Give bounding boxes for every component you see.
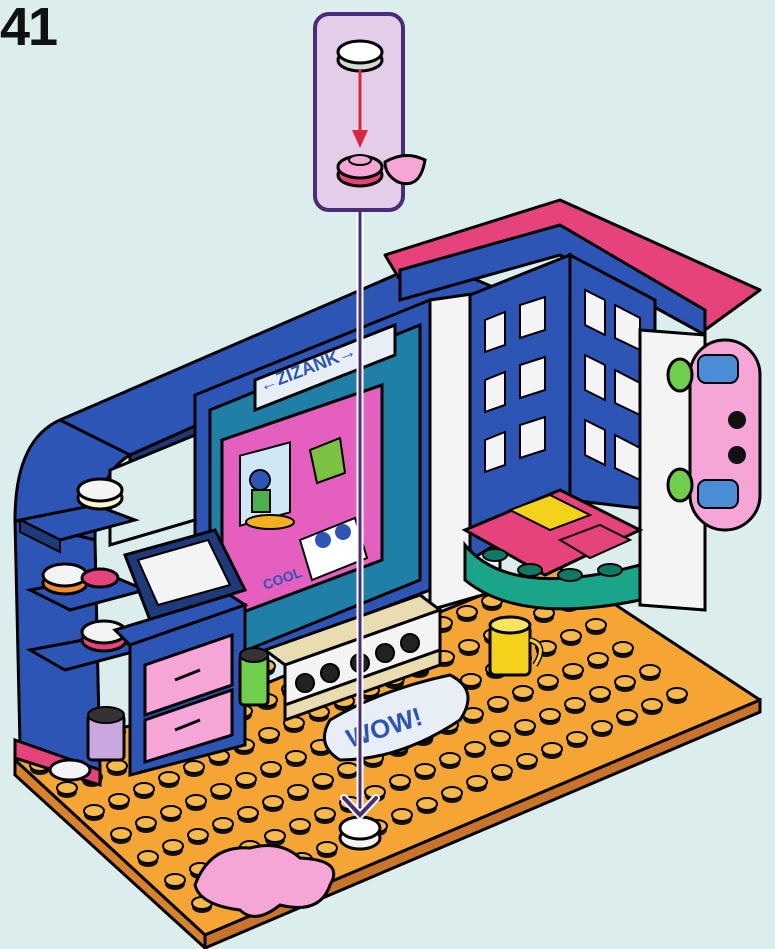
stud bbox=[440, 753, 460, 765]
stud bbox=[640, 665, 660, 677]
stud bbox=[109, 794, 129, 806]
stud bbox=[467, 776, 487, 788]
placed-round-tile bbox=[340, 817, 380, 849]
stud bbox=[136, 817, 156, 829]
stud bbox=[259, 728, 279, 740]
stud bbox=[465, 742, 485, 754]
stud bbox=[57, 782, 77, 794]
stud bbox=[565, 698, 585, 710]
stud bbox=[211, 784, 231, 796]
stud bbox=[642, 699, 662, 711]
desk bbox=[115, 595, 245, 775]
stud bbox=[517, 754, 537, 766]
stud bbox=[286, 751, 306, 763]
stud bbox=[488, 697, 508, 709]
stud bbox=[288, 785, 308, 797]
stud bbox=[592, 721, 612, 733]
stud bbox=[265, 830, 285, 842]
stud bbox=[84, 805, 104, 817]
stud bbox=[315, 808, 335, 820]
stud bbox=[213, 818, 233, 830]
stud bbox=[442, 787, 462, 799]
stud bbox=[459, 640, 479, 652]
stud bbox=[538, 675, 558, 687]
stud bbox=[392, 809, 412, 821]
stud bbox=[338, 763, 358, 775]
stud bbox=[188, 829, 208, 841]
stud bbox=[317, 842, 337, 854]
stud bbox=[588, 653, 608, 665]
stud bbox=[390, 775, 410, 787]
stud bbox=[238, 807, 258, 819]
stud bbox=[590, 687, 610, 699]
stud bbox=[261, 762, 281, 774]
stud bbox=[490, 731, 510, 743]
stud bbox=[540, 709, 560, 721]
stud bbox=[567, 732, 587, 744]
stud bbox=[415, 764, 435, 776]
liquid-drop-icon bbox=[385, 155, 425, 183]
stud bbox=[457, 606, 477, 618]
arrow-down-icon bbox=[352, 70, 368, 148]
stud bbox=[617, 710, 637, 722]
stud bbox=[515, 720, 535, 732]
stud bbox=[159, 772, 179, 784]
stud bbox=[615, 676, 635, 688]
corner-room bbox=[385, 200, 760, 610]
stud bbox=[134, 783, 154, 795]
stud bbox=[492, 765, 512, 777]
stud bbox=[513, 686, 533, 698]
stud bbox=[163, 840, 183, 852]
stud bbox=[313, 774, 333, 786]
stud bbox=[561, 630, 581, 642]
stud bbox=[290, 819, 310, 831]
stud bbox=[184, 761, 204, 773]
pink-round-plate-icon bbox=[338, 155, 382, 186]
stud bbox=[586, 619, 606, 631]
stud bbox=[417, 798, 437, 810]
stud bbox=[107, 760, 127, 772]
stud bbox=[161, 806, 181, 818]
stud bbox=[667, 688, 687, 700]
stud bbox=[563, 664, 583, 676]
stud bbox=[542, 743, 562, 755]
stud bbox=[236, 773, 256, 785]
stud bbox=[263, 796, 283, 808]
stud bbox=[111, 828, 131, 840]
stud bbox=[613, 642, 633, 654]
stud bbox=[138, 851, 158, 863]
round-tile-icon bbox=[338, 41, 382, 71]
stud bbox=[165, 874, 185, 886]
stud bbox=[186, 795, 206, 807]
